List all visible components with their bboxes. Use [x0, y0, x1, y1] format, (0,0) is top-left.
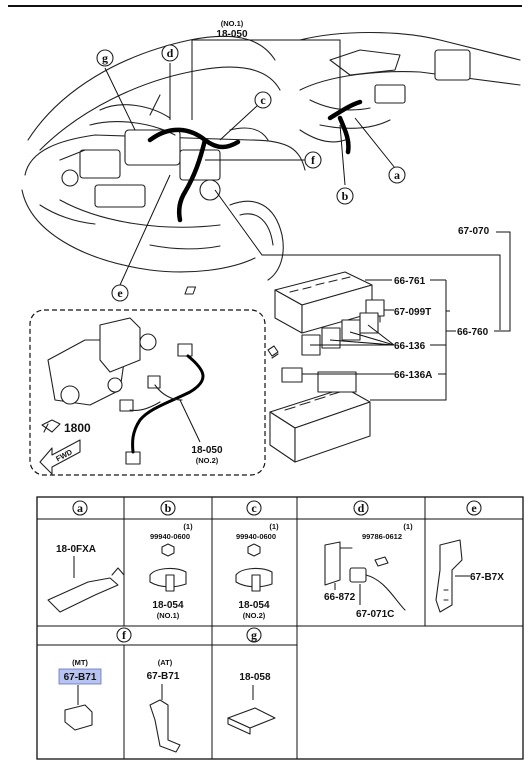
- overview-callouts: g d c f e b a (NO.1) 18-050: [96, 19, 501, 330]
- part-18-054-no2: 18-054: [238, 600, 270, 611]
- callout-g: g: [102, 51, 108, 65]
- cell-d: (1) 99786-0612 66-872 67-071C: [324, 522, 413, 620]
- part-67-B71-at: 67-B71: [147, 671, 180, 682]
- part-b-qty: (1): [183, 522, 193, 531]
- cell-g-letter: g: [251, 628, 257, 642]
- callout-c: c: [260, 93, 266, 107]
- engine-bay-illustration: [21, 31, 521, 281]
- cell-e: 67-B7X: [435, 539, 504, 613]
- part-66-872: 66-872: [324, 592, 356, 603]
- part-c-bolt: 99940-0600: [236, 532, 276, 541]
- part-d-qty: (1): [403, 522, 413, 531]
- label-66-136: 66-136: [394, 341, 426, 352]
- part-18-054-no1-number: (NO.1): [157, 611, 180, 620]
- torque-wrench-icon: [41, 419, 61, 433]
- label-18-050-no2: 18-050: [191, 445, 223, 456]
- cell-f: (MT) 67-B71 (AT) 67-B71: [58, 658, 181, 753]
- callout-e: e: [117, 286, 123, 300]
- parts-table: [36, 496, 524, 760]
- part-67-071C: 67-071C: [356, 609, 394, 620]
- label-67-070: 67-070: [458, 226, 490, 237]
- part-f-mt-note: (MT): [72, 658, 88, 667]
- torque-value: 1800: [64, 421, 91, 435]
- part-67-B71-mt: 67-B71: [64, 672, 97, 683]
- callout-f: f: [311, 153, 316, 167]
- fwd-arrow-icon: [39, 439, 81, 475]
- relay-box-illustration: [184, 271, 385, 463]
- cell-b-letter: b: [165, 501, 172, 515]
- part-c-qty: (1): [269, 522, 279, 531]
- part-67-B71-mt-highlight: [58, 668, 102, 685]
- relay-box-labels: 66-761 67-099T 66-136 66-136A 66-760 67-…: [302, 226, 511, 401]
- cell-g: 18-058: [227, 672, 276, 735]
- cell-f-letter: f: [122, 628, 127, 642]
- table-headers: a b c d e f g: [72, 500, 482, 643]
- cell-c-letter: c: [251, 501, 257, 515]
- part-18-058: 18-058: [239, 672, 271, 683]
- harness-main-code: 18-050: [216, 29, 248, 40]
- harness-no2-inset: 18-050 (NO.2) 1800 FWD: [29, 309, 266, 476]
- part-b-bolt: 99940-0600: [150, 532, 190, 541]
- part-18-0FXA: 18-0FXA: [56, 544, 96, 555]
- label-66-136A: 66-136A: [394, 370, 432, 381]
- label-66-760: 66-760: [457, 327, 489, 338]
- cell-b: (1) 99940-0600 18-054 (NO.1): [149, 522, 193, 620]
- label-18-050-no2-number: (NO.2): [196, 456, 219, 465]
- cell-c: (1) 99940-0600 18-054 (NO.2): [235, 522, 279, 620]
- harness-main-number: (NO.1): [221, 19, 244, 28]
- part-67-B7X: 67-B7X: [470, 572, 504, 583]
- part-d-bolt: 99786-0612: [362, 532, 402, 541]
- part-f-at-note: (AT): [158, 658, 173, 667]
- label-66-761: 66-761: [394, 276, 426, 287]
- part-18-054-no1: 18-054: [152, 600, 184, 611]
- callout-a: a: [394, 168, 400, 182]
- cell-d-letter: d: [358, 501, 365, 515]
- callout-d: d: [167, 46, 174, 60]
- label-67-099T: 67-099T: [394, 307, 431, 318]
- cell-a-letter: a: [77, 501, 83, 515]
- callout-b: b: [342, 189, 349, 203]
- cell-e-letter: e: [471, 501, 477, 515]
- cell-a: 18-0FXA: [47, 544, 125, 613]
- part-18-054-no2-number: (NO.2): [243, 611, 266, 620]
